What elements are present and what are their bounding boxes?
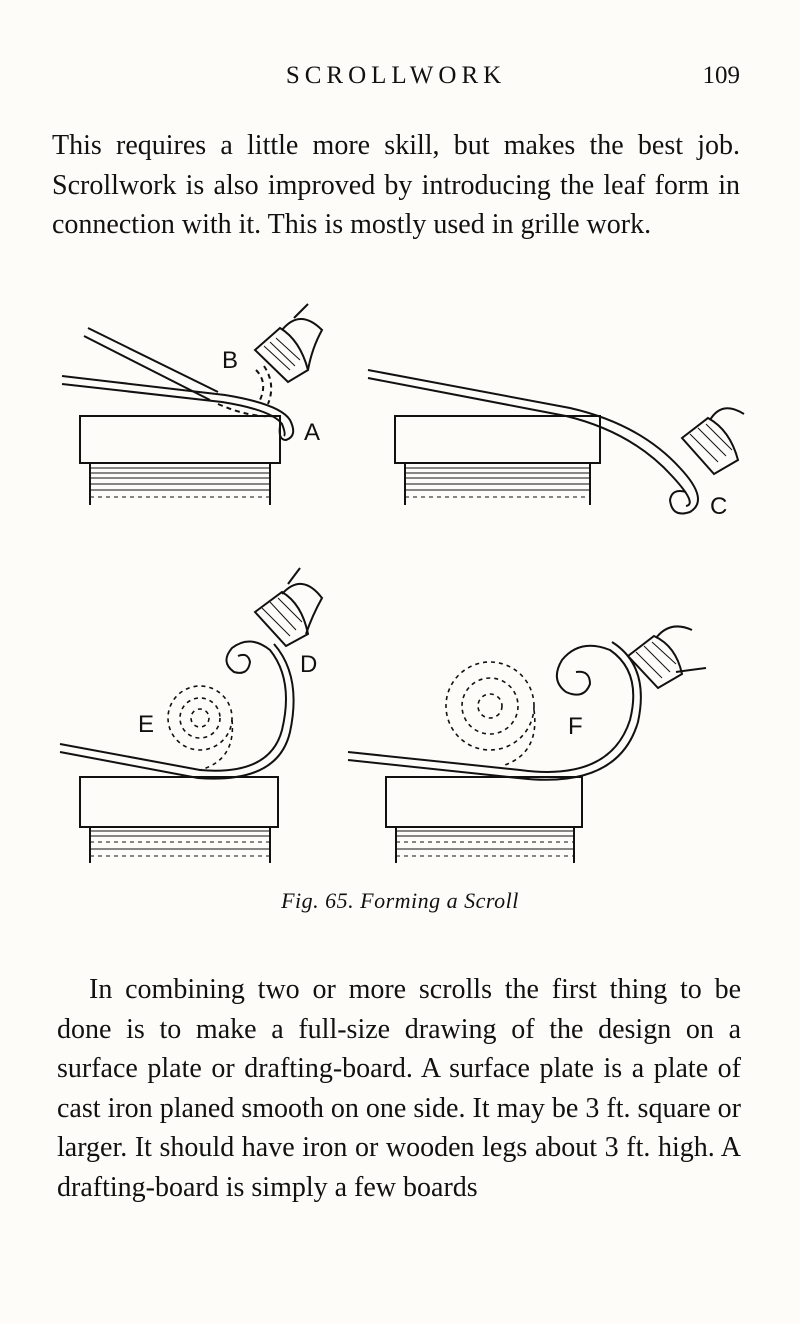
label-f: F [568, 713, 583, 740]
hammer-1 [253, 303, 324, 384]
figure-caption: Fig. 65. Forming a Scroll [281, 888, 519, 913]
anvil-top-4 [385, 776, 583, 828]
anvil-top-1 [79, 415, 281, 464]
paragraph-1: This requires a little more skill, but m… [52, 130, 740, 240]
hammer-4 [626, 625, 707, 690]
label-b: B [222, 347, 238, 374]
anvil-body-4 [395, 827, 575, 863]
anvil-hatch-1 [90, 467, 270, 498]
bar-main-1 [61, 375, 295, 442]
page-header: SCROLLWORK 109 [52, 62, 740, 98]
hammer-3 [253, 567, 324, 648]
scroll-bar-4 [347, 641, 642, 781]
panel-4: F [347, 625, 707, 863]
bar-upper-1 [83, 327, 219, 401]
guide-dashed-1 [255, 365, 273, 405]
anvil-top-2 [394, 415, 601, 464]
panel-3: D E [59, 567, 324, 863]
scroll-bar-3 [59, 640, 295, 780]
scroll-dashed-f [445, 661, 536, 767]
anvil-top-3 [79, 776, 279, 828]
anvil-hatch-4 [396, 830, 574, 857]
hammer-2 [680, 407, 745, 476]
panel-1: B A [61, 303, 324, 505]
running-title: SCROLLWORK [285, 62, 507, 89]
label-e: E [138, 711, 154, 738]
label-d: D [300, 651, 317, 678]
bar-main-2 [367, 369, 699, 515]
bar-dashed-1 [217, 403, 277, 418]
page-number: 109 [702, 62, 741, 89]
anvil-body-3 [89, 827, 271, 863]
anvil-hatch-2 [405, 467, 590, 498]
panel-2: C [367, 369, 745, 520]
anvil-hatch-3 [90, 830, 270, 857]
scroll-dashed-e [167, 685, 234, 771]
label-c: C [710, 493, 727, 520]
paragraph-2: In combining two or more scrolls the fir… [57, 974, 741, 1203]
label-a: A [304, 419, 320, 446]
figure-65-illustration: B A C [59, 303, 745, 863]
